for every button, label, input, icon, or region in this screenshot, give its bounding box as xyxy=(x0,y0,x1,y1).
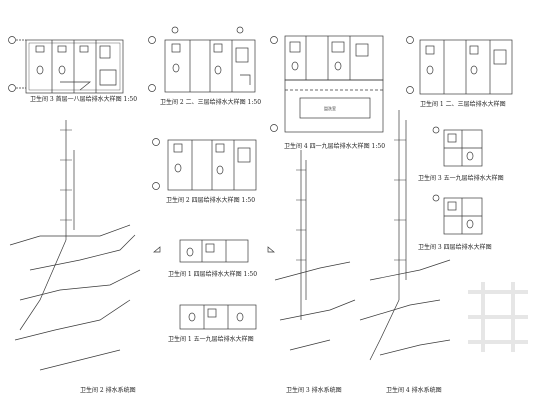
plan-bathroom-1-5f9f xyxy=(179,304,257,330)
caption-plan-4: 卫生间 1 二、三层给排水大样图 xyxy=(420,101,506,108)
caption-system-3: 卫生间 4 排水系统图 xyxy=(386,387,442,394)
plan-bathroom-4 xyxy=(270,35,384,133)
room-label: 盥洗室 xyxy=(324,105,336,111)
system-bathroom-4 xyxy=(359,110,451,361)
caption-system-2: 卫生间 3 排水系统图 xyxy=(286,387,342,394)
plan-bathroom-1-2f3f xyxy=(406,36,513,95)
caption-system-1: 卫生间 2 排水系统图 xyxy=(80,387,136,394)
system-bathroom-2 xyxy=(9,120,141,371)
caption-plan-2: 卫生间 2 二、三层给排水大样图 1:50 xyxy=(160,99,262,106)
plan-bathroom-2-2f3f xyxy=(148,26,256,93)
plan-bathroom-1-4f xyxy=(153,239,275,263)
caption-plan-7: 卫生间 3 四层给排水大样图 xyxy=(418,244,492,251)
caption-plan-8: 卫生间 1 四层给排水大样图 1:50 xyxy=(168,271,258,278)
system-bathroom-3 xyxy=(274,150,356,351)
plan-bathroom-3-5f9f xyxy=(432,126,483,167)
plan-bathroom-2-4f xyxy=(152,138,257,191)
plan-bathroom-3-ground xyxy=(8,36,124,94)
caption-plan-1: 卫生间 3 首层一八层给排水大样图 1:50 xyxy=(30,96,138,103)
plan-bathroom-3-4f xyxy=(432,194,483,235)
caption-plan-5: 卫生间 2 四层给排水大样图 1:50 xyxy=(166,197,256,204)
caption-plan-3: 卫生间 4 四一九层给排水大样图 1:50 xyxy=(284,143,386,150)
caption-plan-6: 卫生间 3 五一九层给排水大样图 xyxy=(418,175,504,182)
caption-plan-9: 卫生间 1 五一九层给排水大样图 xyxy=(168,336,254,343)
watermark-icon xyxy=(468,282,528,352)
